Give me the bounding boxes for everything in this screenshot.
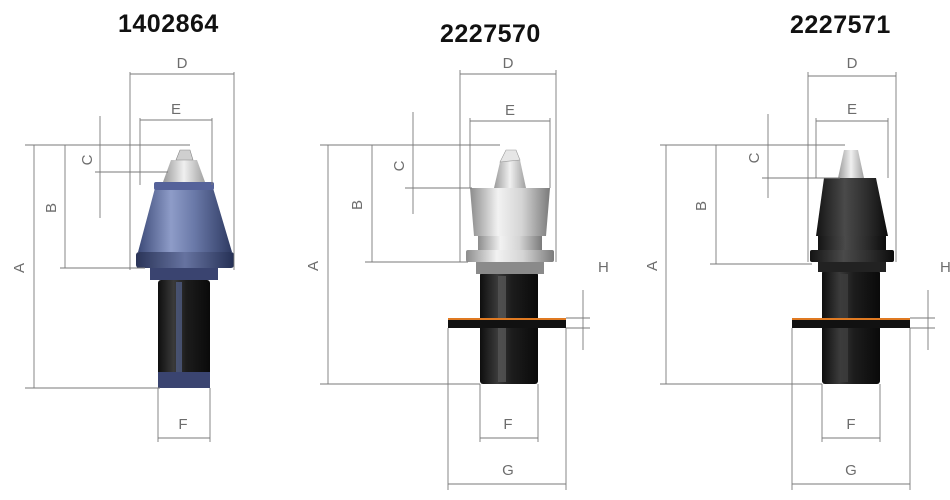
dim-2-G: G [502, 462, 514, 479]
dim-1-D: D [177, 55, 188, 72]
dim-2-H: H [598, 259, 609, 276]
pick-3-tip [838, 150, 864, 178]
dimension-lines [25, 70, 935, 490]
dim-3-A: A [644, 261, 661, 271]
dim-2-B: B [349, 200, 366, 210]
product-title-1: 1402864 [118, 10, 219, 38]
dim-1-E: E [171, 101, 181, 118]
pick-3-collar [792, 318, 910, 328]
pick-2227571 [792, 150, 910, 384]
dim-3-D: D [847, 55, 858, 72]
dim-3-F: F [846, 416, 855, 433]
dim-1-C: C [79, 154, 96, 165]
pick-1-body [136, 182, 234, 280]
dim-3-E: E [847, 101, 857, 118]
pick-3-collar-edge [792, 318, 910, 320]
dimension-labels: D E F A B C D E F G H A B C D E F G H A … [11, 55, 950, 479]
dim-1-B: B [43, 203, 60, 213]
dim-2-C: C [391, 160, 408, 171]
pick-2-tip [494, 149, 526, 188]
dim-1-F: F [178, 416, 187, 433]
pick-1-shank [158, 280, 210, 388]
dim-3-C: C [746, 152, 763, 163]
dim-2-F: F [503, 416, 512, 433]
dim-2-D: D [503, 55, 514, 72]
dim-3-G: G [845, 462, 857, 479]
pick-1-tip [163, 149, 205, 182]
pick-2-collar-edge [448, 318, 566, 320]
dim-2-A: A [305, 261, 322, 271]
pick-2-body [466, 188, 554, 274]
product-title-3: 2227571 [790, 11, 891, 39]
pick-1402864 [136, 149, 234, 388]
pick-2227570 [448, 149, 566, 384]
pick-2-collar [448, 318, 566, 328]
dim-1-A: A [11, 263, 28, 273]
dim-2-E: E [505, 102, 515, 119]
dim-3-B: B [693, 201, 710, 211]
product-title-2: 2227570 [440, 20, 541, 48]
pick-3-body [810, 178, 894, 272]
dim-3-H: H [940, 259, 950, 276]
